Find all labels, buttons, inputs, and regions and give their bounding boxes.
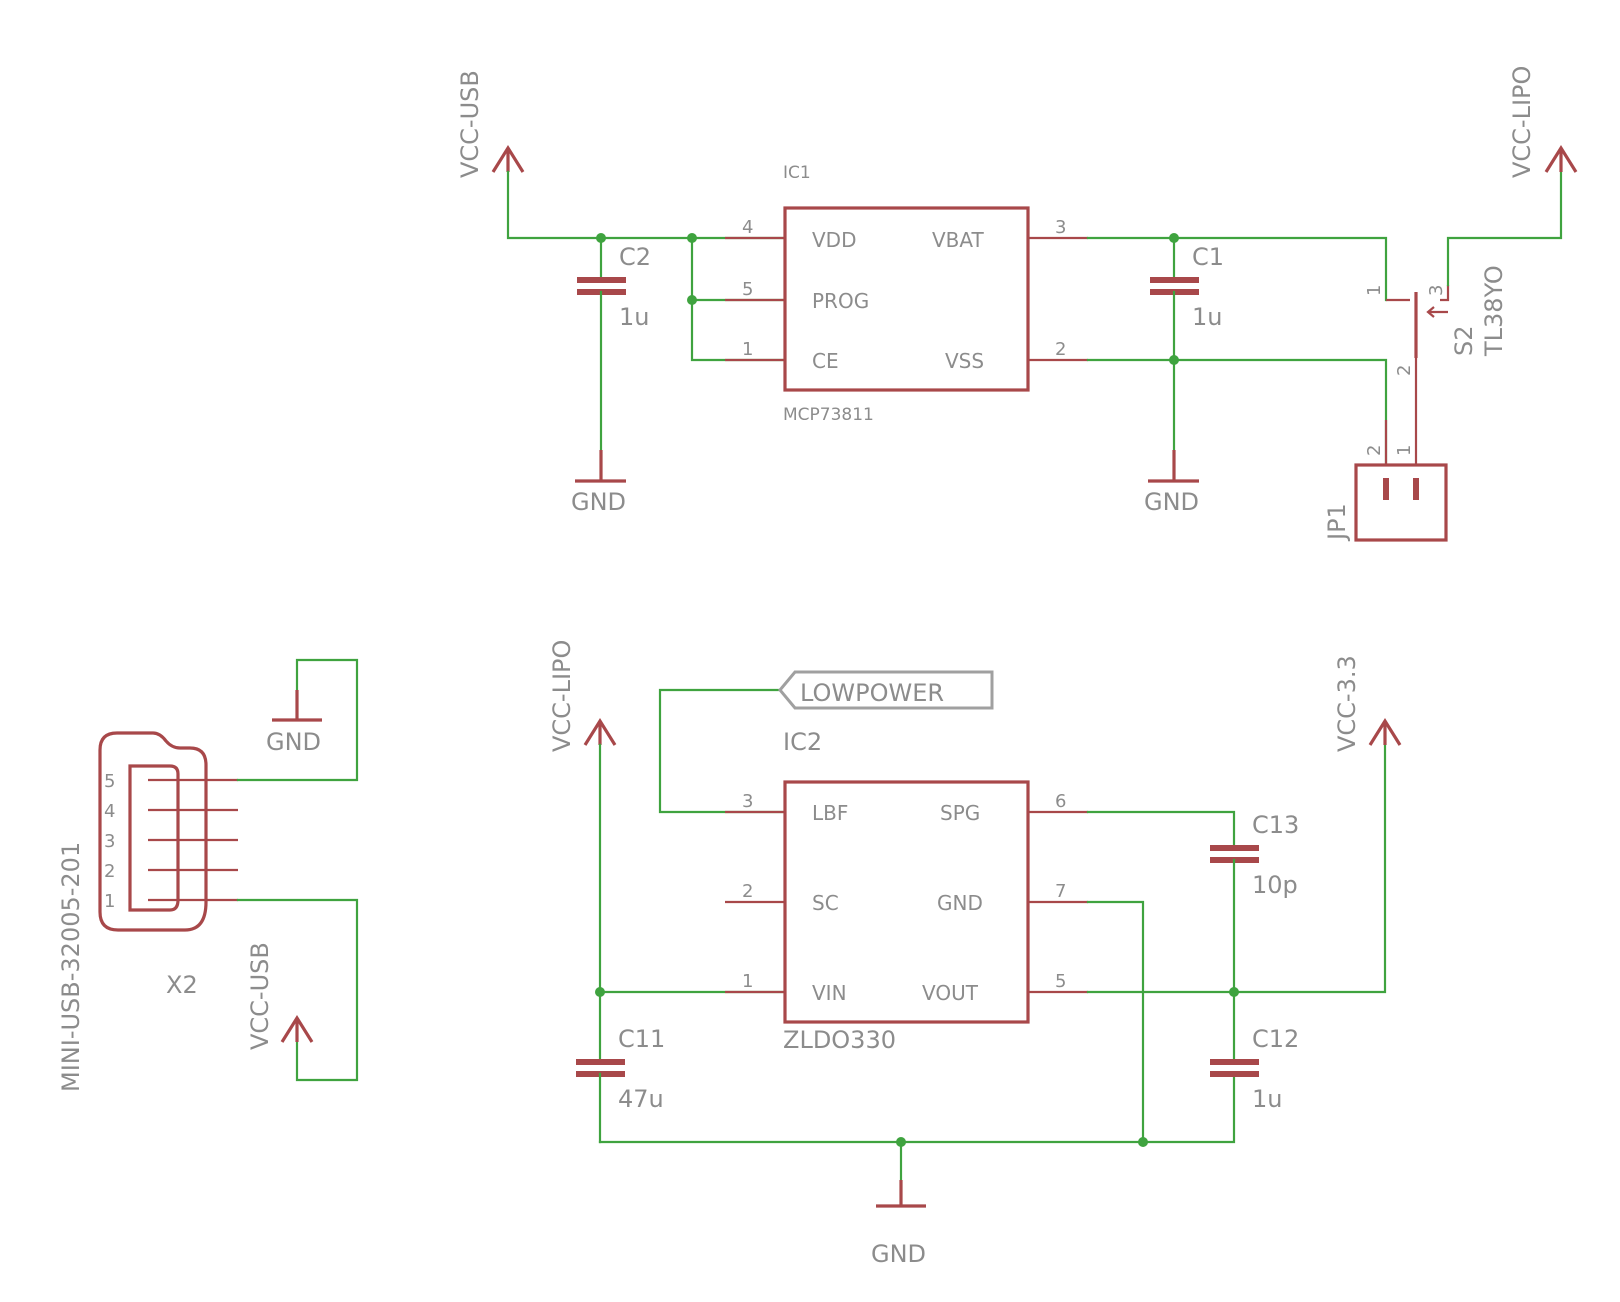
x2-pin-number: 1	[104, 891, 115, 912]
vcc-usb-label: VCC-USB	[456, 70, 484, 178]
ic2-zldo330: 3 2 1 6 7 5 LBF SC VIN SPG GND VOUT IC2 …	[725, 728, 1088, 1054]
usb-connector-x2: 5 4 3 2 1 X2 MINI-USB-32005-201	[57, 731, 238, 1092]
vcc-lipo-supply-symbol: VCC-LIPO	[548, 640, 617, 752]
ic2-pin-spg: SPG	[940, 801, 980, 825]
jp1-name: JP1	[1323, 503, 1351, 542]
c11-value: 47u	[618, 1085, 664, 1113]
ic2-pin-number: 7	[1055, 881, 1066, 902]
ic2-pin-number: 6	[1055, 791, 1066, 812]
x2-pin-number: 5	[104, 771, 115, 792]
vcc-33-label: VCC-3.3	[1333, 655, 1361, 752]
s2-name: S2	[1450, 325, 1478, 356]
ic2-pin-number: 2	[742, 881, 753, 902]
gnd-symbol: GND	[266, 690, 322, 756]
lowpower-net-flag: LOWPOWER	[778, 670, 994, 710]
x2-pin-number: 2	[104, 861, 115, 882]
ic2-pin-lbf: LBF	[812, 801, 848, 825]
lowpower-label: LOWPOWER	[800, 679, 944, 707]
vcc-usb-supply-symbol: VCC-USB	[246, 942, 314, 1050]
ic2-pin-vout: VOUT	[922, 981, 979, 1005]
ic1-pin-vss: VSS	[945, 349, 984, 373]
c12-value: 1u	[1252, 1085, 1282, 1113]
gnd-label: GND	[266, 728, 321, 756]
ic2-name: IC2	[783, 728, 822, 756]
c13-value: 10p	[1252, 871, 1298, 899]
capacitor-c12: C12 1u	[1210, 990, 1299, 1113]
s2-pin-number: 1	[1364, 285, 1385, 296]
switch-s2: 1 3 2 S2 TL38YO	[1364, 265, 1508, 420]
ic1-pin-vbat: VBAT	[932, 228, 985, 252]
ic1-pin-number: 3	[1055, 217, 1066, 238]
gnd-symbol: GND	[871, 1180, 926, 1268]
vcc-usb-label: VCC-USB	[246, 942, 274, 1050]
gnd-label: GND	[871, 1240, 926, 1268]
c1-name: C1	[1192, 243, 1224, 271]
c11-name: C11	[618, 1025, 665, 1053]
gnd-symbol: GND	[571, 450, 626, 516]
gnd-label: GND	[571, 488, 626, 516]
vcc-33-supply-symbol: VCC-3.3	[1333, 655, 1402, 752]
ic2-pin-vin: VIN	[812, 981, 847, 1005]
capacitor-c13: C13 10p	[1210, 811, 1299, 994]
vcc-lipo-label: VCC-LIPO	[1508, 66, 1536, 178]
ic2-pin-number: 5	[1055, 971, 1066, 992]
ic1-pin-number: 2	[1055, 339, 1066, 360]
ic1-pin-number: 1	[742, 339, 753, 360]
ic2-pin-number: 1	[742, 971, 753, 992]
ic1-pin-vdd: VDD	[812, 228, 856, 252]
gnd-symbol: GND	[1144, 450, 1199, 516]
s2-pin-number: 2	[1394, 365, 1415, 376]
c1-value: 1u	[1192, 303, 1222, 331]
x2-name: X2	[166, 971, 198, 999]
c2-name: C2	[619, 243, 651, 271]
capacitor-c2: C2 1u	[577, 236, 651, 452]
junction-dot	[687, 295, 697, 305]
c12-name: C12	[1252, 1025, 1299, 1053]
capacitor-c1: C1 1u	[1150, 236, 1224, 452]
capacitor-c11: C11 47u	[576, 990, 665, 1144]
ic1-mcp73811: 4 5 1 3 2 VDD PROG CE VBAT VSS IC1 MCP73…	[725, 163, 1088, 425]
ic1-value: MCP73811	[783, 405, 874, 425]
jumper-jp1: 2 1 JP1	[1323, 420, 1448, 542]
jp1-pin-number: 1	[1394, 445, 1415, 456]
c13-name: C13	[1252, 811, 1299, 839]
x2-pin-number: 4	[104, 801, 115, 822]
s2-pin-number: 3	[1426, 285, 1447, 296]
vcc-lipo-label: VCC-LIPO	[548, 640, 576, 752]
ic1-pin-ce: CE	[812, 349, 839, 373]
charger-section: VCC-USB C2 1u GND 4	[456, 66, 1578, 542]
vcc-usb-supply-symbol: VCC-USB	[456, 70, 525, 178]
ic2-pin-number: 3	[742, 791, 753, 812]
gnd-label: GND	[1144, 488, 1199, 516]
junction-dot	[896, 1137, 906, 1147]
regulator-section: VCC-LIPO C11 47u GND LOWPOWER	[548, 640, 1402, 1268]
x2-value: MINI-USB-32005-201	[57, 842, 85, 1092]
ic1-pin-prog: PROG	[812, 289, 869, 313]
ic1-pin-number: 5	[742, 279, 753, 300]
s2-value: TL38YO	[1480, 265, 1508, 357]
ic2-pin-gnd: GND	[937, 891, 983, 915]
c2-value: 1u	[619, 303, 649, 331]
ic1-name: IC1	[783, 163, 811, 183]
ic2-pin-sc: SC	[812, 891, 839, 915]
ic1-pin-number: 4	[742, 217, 753, 238]
vcc-lipo-supply-symbol: VCC-LIPO	[1508, 66, 1578, 178]
x2-pin-number: 3	[104, 831, 115, 852]
ic2-value: ZLDO330	[783, 1026, 896, 1054]
junction-dot	[687, 233, 697, 243]
jp1-pin-number: 2	[1364, 445, 1385, 456]
